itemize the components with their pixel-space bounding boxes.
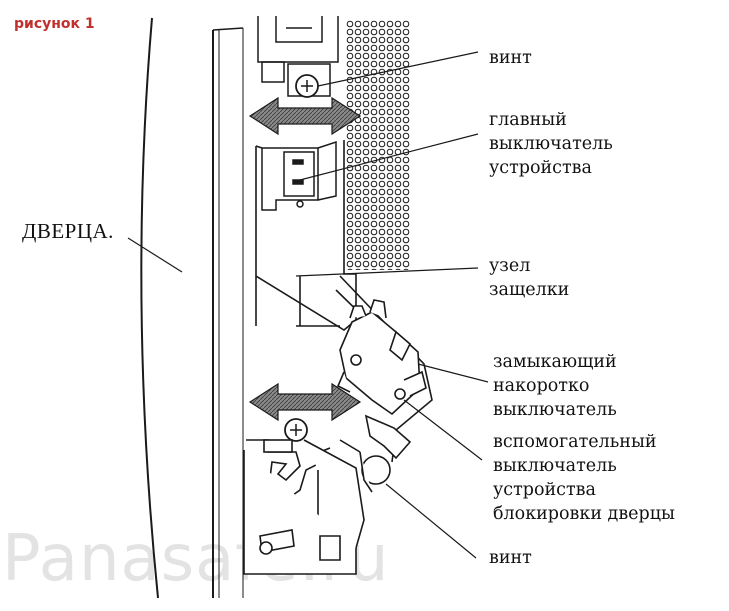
label-screw-top: винт: [489, 48, 532, 68]
door-curve: [140, 17, 159, 599]
vent-grid: [346, 20, 410, 270]
leader-lines: [295, 51, 489, 559]
bottom-hook: [243, 439, 365, 575]
screw-icon-top: [295, 74, 319, 98]
aux-interlock-switch: [339, 414, 412, 493]
label-aux-switch: вспомогательный выключатель устройства б…: [493, 432, 675, 524]
short-circuit-switch: [336, 299, 427, 416]
main-switch: [261, 140, 337, 211]
figure-title: рисунок 1: [14, 16, 95, 32]
door-leader: [127, 237, 183, 273]
double-arrow-icon-bottom: [248, 382, 362, 422]
double-arrow-icon-top: [248, 96, 362, 136]
top-bracket: [257, 16, 339, 97]
label-latch-assembly: узел защелки: [489, 256, 570, 300]
door-label: ДВЕРЦА.: [22, 219, 114, 243]
label-short-switch: замыкающий накоротко выключатель: [493, 352, 617, 420]
label-main-switch: главный выключатель устройства: [489, 110, 613, 178]
label-screw-bottom: винт: [489, 548, 532, 568]
screw-icon-bottom: [284, 418, 308, 442]
